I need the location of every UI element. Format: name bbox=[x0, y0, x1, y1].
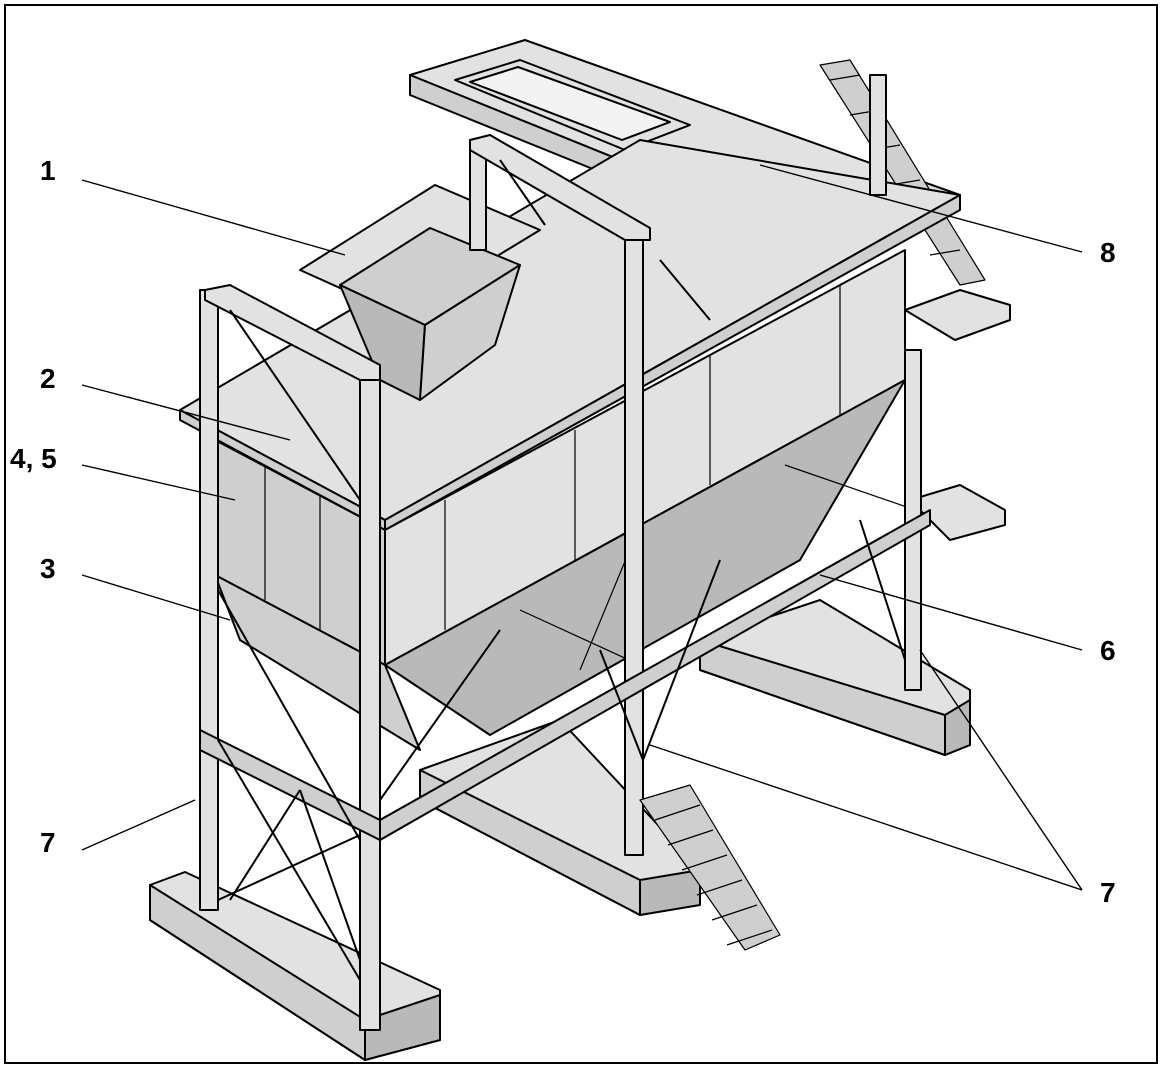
callout-4-5: 4, 5 bbox=[10, 443, 57, 474]
callout-2: 2 bbox=[40, 363, 56, 394]
lower-girders bbox=[199, 509, 931, 841]
front-stair bbox=[639, 784, 781, 951]
leader-lines bbox=[81, 164, 1083, 891]
callout-7-left: 7 bbox=[40, 827, 56, 858]
callout-1: 1 bbox=[40, 155, 56, 186]
drawing-frame bbox=[4, 4, 1158, 1064]
steel-columns bbox=[199, 74, 922, 1031]
callout-7-right: 7 bbox=[1100, 877, 1116, 908]
callout-3: 3 bbox=[40, 553, 56, 584]
callout-8: 8 bbox=[1100, 237, 1116, 268]
foundation-left bbox=[149, 871, 441, 1061]
callout-6: 6 bbox=[1100, 635, 1116, 666]
diagonal-bracing bbox=[217, 159, 906, 981]
